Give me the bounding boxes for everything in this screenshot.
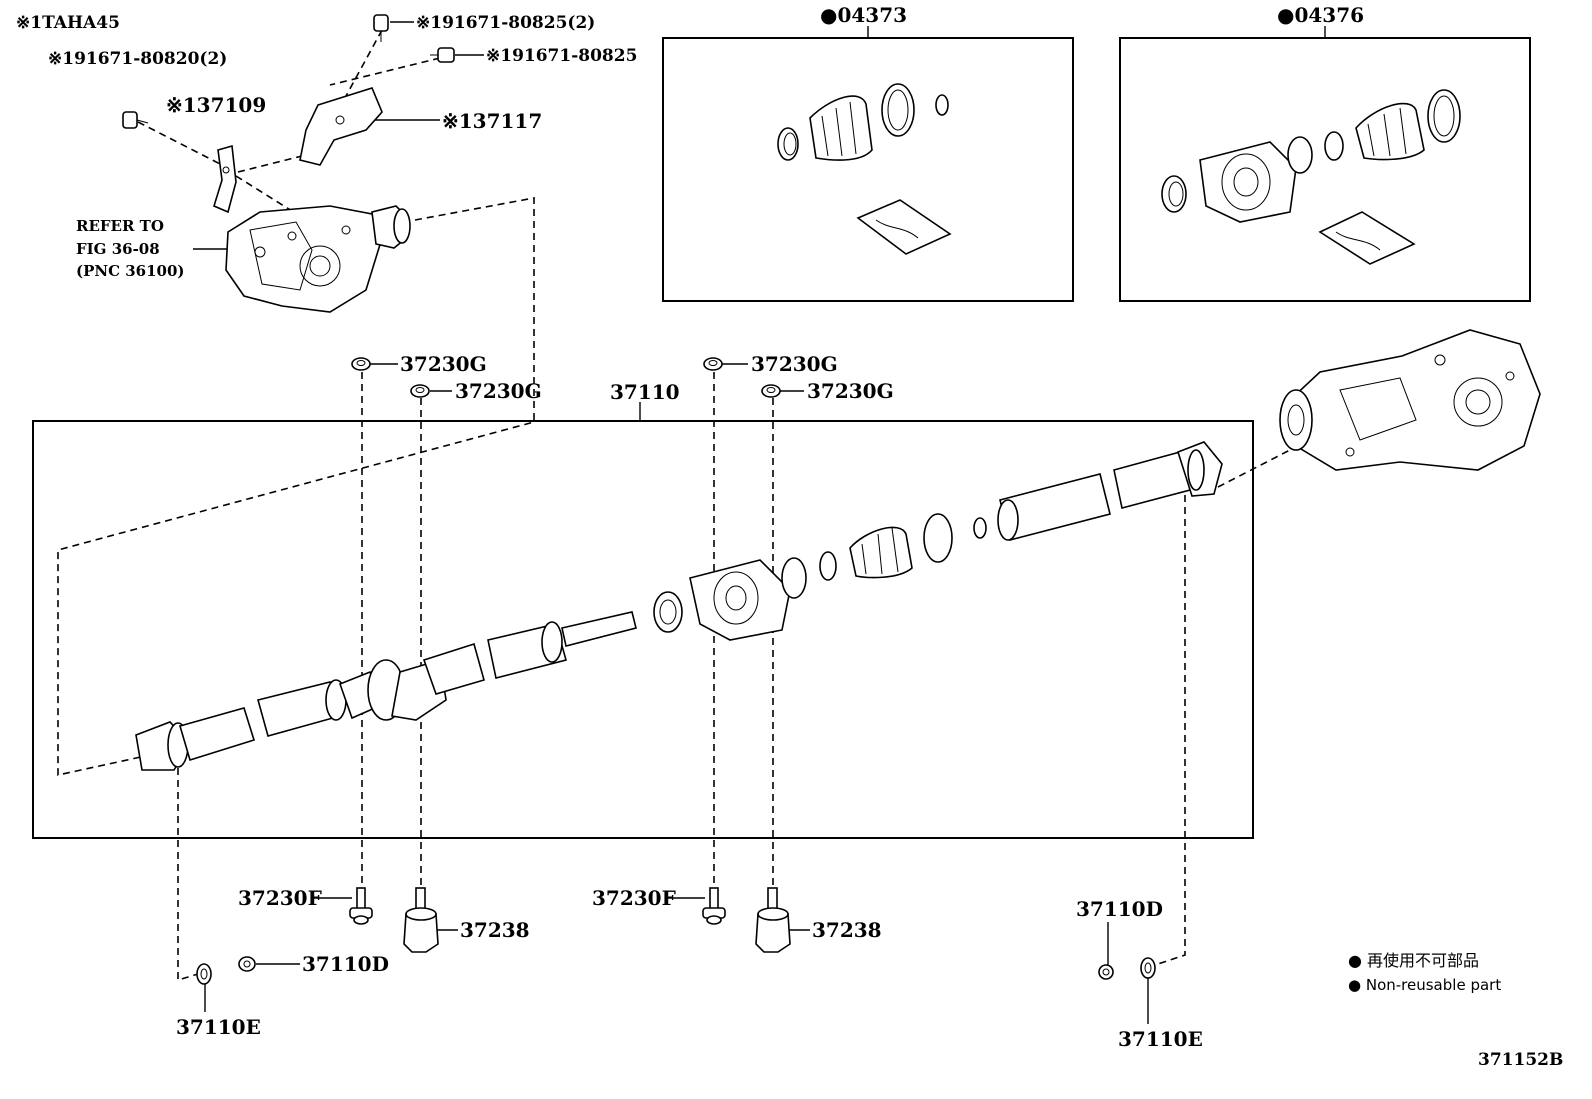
washer-37230g-3 bbox=[703, 357, 723, 371]
label-kit-04373: ●04373 bbox=[820, 3, 907, 27]
label-bolt-91671-80825: ※191671-80825 bbox=[486, 46, 637, 66]
bracket-37109 bbox=[213, 144, 237, 214]
front-bolt-top bbox=[373, 14, 389, 42]
bolt-37230f-2 bbox=[702, 887, 726, 925]
front-bolt-left bbox=[122, 111, 149, 129]
mount-37238-2 bbox=[755, 887, 791, 953]
legend-english: ● Non-reusable part bbox=[1348, 976, 1501, 994]
label-washer-37110e-2: 37110E bbox=[1118, 1027, 1203, 1051]
label-nut-37110d-2: 37110D bbox=[1076, 897, 1163, 921]
shaft-assembly-box bbox=[32, 420, 1254, 839]
washer-37230g-1 bbox=[351, 357, 371, 371]
label-bolt-37230f-2: 37230F bbox=[592, 886, 676, 910]
rear-differential bbox=[1279, 329, 1541, 471]
washer-37230g-4 bbox=[761, 384, 781, 398]
nut-37110d-2 bbox=[1098, 964, 1114, 980]
washer-37230g-2 bbox=[410, 384, 430, 398]
washer-37110e-2 bbox=[1140, 957, 1156, 979]
bolt-37230f-1 bbox=[349, 887, 373, 925]
washer-37110e-1 bbox=[196, 963, 212, 985]
label-mount-37238-1: 37238 bbox=[460, 918, 530, 942]
propeller-shaft bbox=[135, 441, 1223, 771]
label-washer-37230g-1: 37230G bbox=[400, 352, 487, 376]
refer-note-line3: (PNC 36100) bbox=[76, 262, 185, 280]
label-bolt-37230f-1: 37230F bbox=[238, 886, 322, 910]
kit-04373-box bbox=[662, 37, 1074, 302]
kit-04376-parts bbox=[1161, 89, 1461, 265]
kit-04373-parts bbox=[777, 83, 952, 255]
label-bracket-37117: ※137117 bbox=[442, 109, 542, 133]
label-nut-37110d-1: 37110D bbox=[302, 952, 389, 976]
mount-37238-1 bbox=[403, 887, 439, 953]
label-shaft-37110: 37110 bbox=[610, 380, 680, 404]
label-bracket-37109: ※137109 bbox=[166, 93, 266, 117]
legend-japanese: ● 再使用不可部品 bbox=[1348, 951, 1479, 970]
option-code-label: ※1TAHA45 bbox=[16, 13, 120, 33]
refer-note-line2: FIG 36-08 bbox=[76, 240, 160, 258]
refer-note-line1: REFER TO bbox=[76, 217, 164, 235]
label-kit-04376: ●04376 bbox=[1277, 3, 1364, 27]
front-bolt-mid bbox=[430, 47, 455, 63]
nut-37110d-1 bbox=[238, 956, 256, 972]
label-washer-37110e-1: 37110E bbox=[176, 1015, 261, 1039]
label-washer-37230g-2: 37230G bbox=[455, 379, 542, 403]
label-bolt-91671-80825-2: ※191671-80825(2) bbox=[416, 13, 595, 33]
label-washer-37230g-3: 37230G bbox=[751, 352, 838, 376]
figure-code: 371152B bbox=[1478, 1050, 1563, 1070]
kit-04376-box bbox=[1119, 37, 1531, 302]
bracket-37117 bbox=[299, 87, 383, 166]
label-bolt-91671-80820-2: ※191671-80820(2) bbox=[48, 49, 227, 69]
leader-lines bbox=[193, 21, 1326, 1024]
front-differential bbox=[225, 205, 411, 313]
label-mount-37238-2: 37238 bbox=[812, 918, 882, 942]
label-washer-37230g-4: 37230G bbox=[807, 379, 894, 403]
